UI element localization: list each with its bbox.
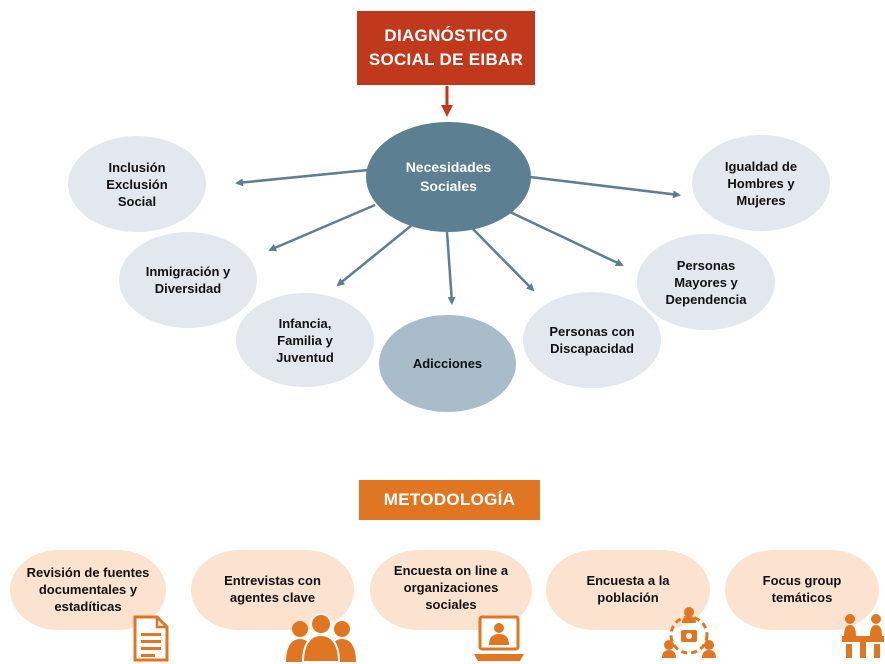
arrow-to-mayores: [509, 210, 624, 267]
arrow-to-inclusion: [235, 168, 369, 187]
diagnostico-title: DIAGNÓSTICO SOCIAL DE EIBAR: [357, 11, 535, 85]
node-mayores-label: Personas Mayores y Dependencia: [665, 257, 747, 307]
method-revision-fuentes-label: Revisión de fuentes documentales y estad…: [26, 565, 150, 614]
node-necesidades-sociales: Necesidades Sociales: [366, 122, 531, 232]
people-group-icon: [286, 613, 356, 662]
diagnostico-title-text: DIAGNÓSTICO SOCIAL DE EIBAR: [368, 26, 524, 69]
method-encuesta-poblacion: Encuesta a la población: [546, 550, 710, 630]
node-igualdad-label: Igualdad de Hombres y Mujeres: [724, 158, 798, 208]
node-infancia: Infancia, Familia y Juventud: [236, 293, 374, 387]
method-revision-fuentes: Revisión de fuentes documentales y estad…: [10, 550, 166, 630]
method-entrevistas: Entrevistas con agentes clave: [191, 550, 354, 630]
arrow-to-infancia: [336, 224, 413, 287]
node-inclusion-label: Inclusión Exclusión Social: [106, 159, 168, 209]
node-infancia-label: Infancia, Familia y Juventud: [276, 315, 334, 365]
method-focus-group-label: Focus group temáticos: [762, 573, 842, 605]
node-discapacidad: Personas con Discapacidad: [523, 292, 661, 388]
node-inclusion: Inclusión Exclusión Social: [68, 136, 206, 232]
node-inmigracion: Inmigración y Diversidad: [119, 232, 257, 328]
method-encuesta-poblacion-label: Encuesta a la población: [586, 573, 670, 605]
arrow-to-inmigracion: [268, 203, 376, 252]
method-entrevistas-label: Entrevistas con agentes clave: [224, 573, 321, 605]
node-igualdad: Igualdad de Hombres y Mujeres: [692, 135, 830, 231]
arrow-to-adicciones: [445, 231, 456, 305]
node-adicciones-label: Adicciones: [412, 356, 483, 371]
node-inmigracion-label: Inmigración y Diversidad: [145, 264, 231, 296]
method-encuesta-online-label: Encuesta on line a organizaciones social…: [393, 563, 509, 612]
metodologia-title: METODOLOGÍA: [359, 480, 540, 520]
document-icon: [133, 615, 169, 662]
node-mayores: Personas Mayores y Dependencia: [637, 234, 775, 330]
laptop-user-icon: [474, 615, 524, 661]
arrow-to-igualdad: [529, 175, 681, 199]
node-adicciones: Adicciones: [379, 315, 516, 412]
arrow-to-discapacidad: [471, 227, 535, 292]
node-necesidades-sociales-label: Necesidades Sociales: [405, 159, 492, 194]
metodologia-title-text: METODOLOGÍA: [383, 490, 516, 509]
phone-network-icon: [662, 607, 716, 658]
node-discapacidad-label: Personas con Discapacidad: [549, 324, 635, 356]
meeting-table-icon: [842, 614, 884, 658]
